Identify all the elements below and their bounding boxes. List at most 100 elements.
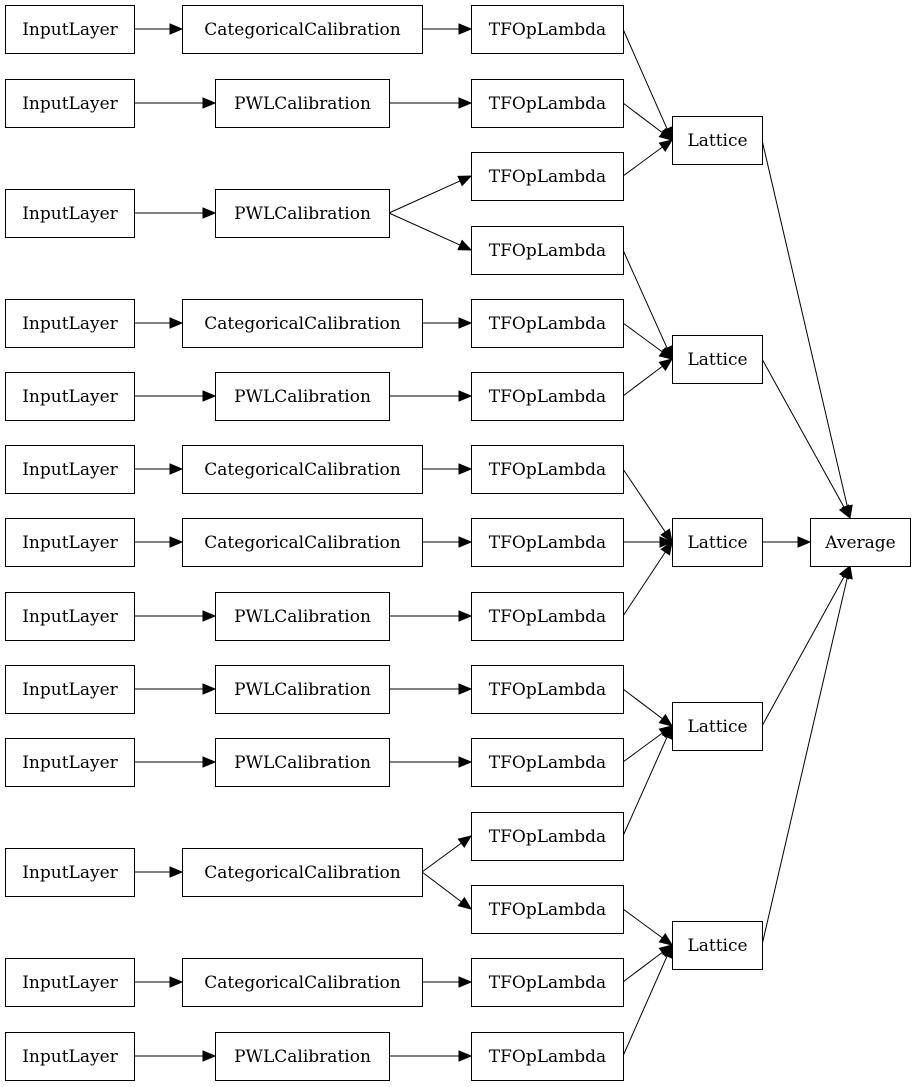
arrowhead xyxy=(658,127,674,141)
node-tf4: TFOpLambda xyxy=(471,226,624,275)
node-box xyxy=(5,738,135,787)
arrowhead xyxy=(658,713,674,727)
edge-tf13-lat5 xyxy=(622,908,674,946)
node-box xyxy=(215,79,390,128)
node-in11: InputLayer xyxy=(5,848,135,897)
edge-lat3-avg xyxy=(762,536,812,548)
node-label: Average xyxy=(824,533,895,553)
node-tf2: TFOpLambda xyxy=(471,79,624,128)
node-label: Lattice xyxy=(687,717,747,737)
node-label: TFOpLambda xyxy=(489,167,606,187)
arrowhead xyxy=(458,1050,473,1062)
node-in4: InputLayer xyxy=(5,299,135,348)
node-tf5: TFOpLambda xyxy=(471,299,624,348)
node-box xyxy=(672,518,763,567)
node-label: PWLCalibration xyxy=(234,204,371,224)
arrowhead xyxy=(458,390,473,402)
edge-cal13-tf15 xyxy=(389,1050,473,1062)
edge-cal1-tf1 xyxy=(422,23,473,35)
arrowhead xyxy=(458,97,473,109)
node-in7: InputLayer xyxy=(5,518,135,567)
node-box xyxy=(471,79,624,128)
edge-tf7-lat3 xyxy=(622,468,673,544)
node-lat4: Lattice xyxy=(672,702,763,751)
node-label: Lattice xyxy=(687,350,747,370)
node-box xyxy=(215,372,390,421)
edge-line xyxy=(622,28,668,130)
node-label: InputLayer xyxy=(22,533,118,553)
edge-in7-cal7 xyxy=(134,536,184,548)
node-label: InputLayer xyxy=(22,863,118,883)
node-tf3: TFOpLambda xyxy=(471,152,624,201)
arrowhead xyxy=(202,683,217,695)
edge-line xyxy=(622,955,668,1057)
edge-lat2-avg xyxy=(761,358,851,520)
edge-line xyxy=(388,212,461,246)
arrowhead xyxy=(202,756,217,768)
edge-tf11-lat4 xyxy=(622,725,674,763)
node-label: InputLayer xyxy=(22,607,118,627)
edge-line xyxy=(622,551,666,617)
node-tf12: TFOpLambda xyxy=(471,812,624,861)
edge-cal8-tf9 xyxy=(389,610,473,622)
edge-cal5-tf6 xyxy=(389,390,473,402)
node-box xyxy=(5,79,135,128)
edge-cal10-tf11 xyxy=(389,756,473,768)
node-cal3: PWLCalibration xyxy=(215,189,390,238)
node-tf1: TFOpLambda xyxy=(471,5,624,54)
node-in5: InputLayer xyxy=(5,372,135,421)
arrowhead xyxy=(658,932,674,946)
edge-tf10-lat4 xyxy=(622,688,674,727)
node-box xyxy=(215,592,390,641)
arrowhead xyxy=(169,976,184,988)
node-label: InputLayer xyxy=(22,1047,118,1067)
arrowhead xyxy=(661,943,673,959)
node-label: InputLayer xyxy=(22,204,118,224)
edge-line xyxy=(622,322,663,353)
edge-in12-cal12 xyxy=(134,976,184,988)
arrowhead xyxy=(457,239,473,251)
edge-in1-cal1 xyxy=(134,23,184,35)
edge-line xyxy=(622,146,663,177)
node-tf14: TFOpLambda xyxy=(471,958,624,1007)
edges-layer xyxy=(134,23,853,1062)
arrowhead xyxy=(457,835,473,849)
node-box xyxy=(215,1032,390,1081)
node-avg: Average xyxy=(810,518,911,567)
edge-in9-cal9 xyxy=(134,683,217,695)
edge-line xyxy=(622,102,663,134)
node-in2: InputLayer xyxy=(5,79,135,128)
node-in12: InputLayer xyxy=(5,958,135,1007)
node-box xyxy=(471,372,624,421)
node-box xyxy=(5,592,135,641)
node-box xyxy=(5,848,135,897)
node-box xyxy=(215,738,390,787)
node-box xyxy=(471,226,624,275)
node-label: TFOpLambda xyxy=(489,94,606,114)
arrowhead xyxy=(797,536,812,548)
arrowhead xyxy=(202,1050,217,1062)
node-lat1: Lattice xyxy=(672,116,763,165)
node-box xyxy=(672,116,763,165)
node-in6: InputLayer xyxy=(5,445,135,494)
arrowhead xyxy=(458,976,473,988)
node-box xyxy=(182,958,423,1007)
node-label: PWLCalibration xyxy=(234,753,371,773)
arrowhead xyxy=(169,23,184,35)
arrowhead xyxy=(838,504,851,520)
arrowhead xyxy=(658,358,674,372)
edge-line xyxy=(388,180,461,214)
arrowhead xyxy=(458,463,473,475)
node-label: TFOpLambda xyxy=(489,387,606,407)
node-label: PWLCalibration xyxy=(234,387,371,407)
node-tf7: TFOpLambda xyxy=(471,445,624,494)
arrowhead xyxy=(457,896,473,910)
node-cal7: CategoricalCalibration xyxy=(182,518,423,567)
edge-line xyxy=(622,468,666,533)
arrowhead xyxy=(202,610,217,622)
arrowhead xyxy=(458,536,473,548)
arrowhead xyxy=(660,528,673,544)
arrowhead xyxy=(457,175,473,187)
node-box xyxy=(471,152,624,201)
node-label: PWLCalibration xyxy=(234,1047,371,1067)
